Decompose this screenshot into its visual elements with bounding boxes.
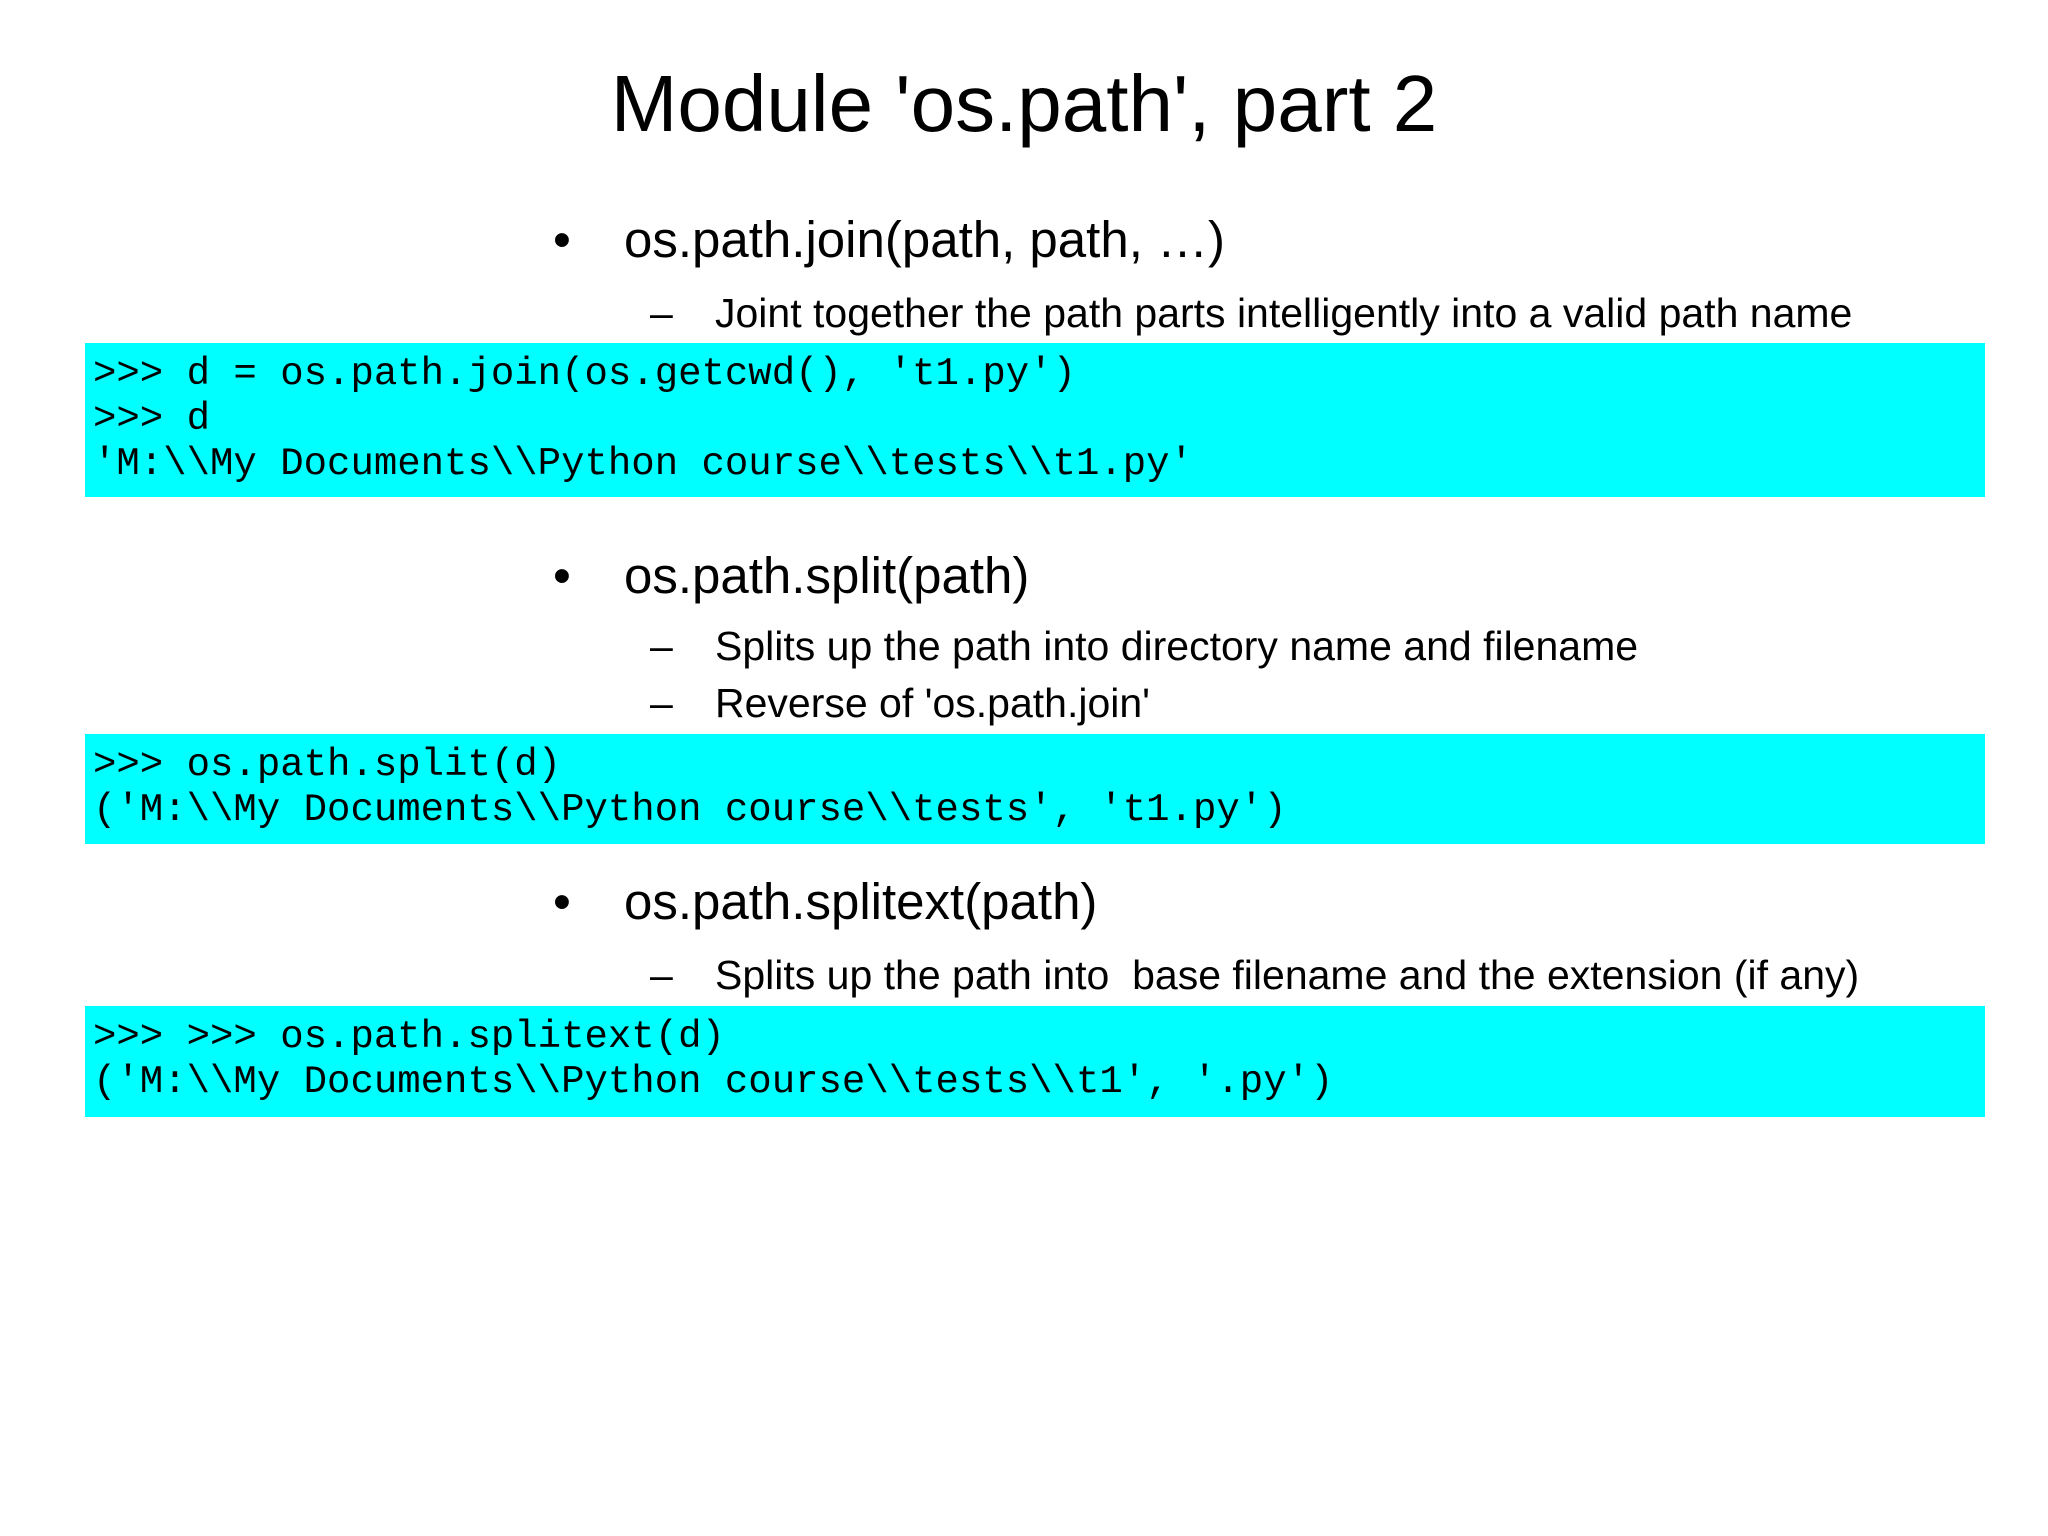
code-line: ('M:\\My Documents\\Python course\\tests…	[93, 1060, 1334, 1104]
bullet-item-split: • os.path.split(path)	[553, 545, 1029, 606]
code-line: ('M:\\My Documents\\Python course\\tests…	[93, 788, 1287, 832]
bullet-item-splitext: • os.path.splitext(path)	[553, 871, 1097, 932]
bullet-text-split: os.path.split(path)	[624, 547, 1030, 604]
sub-bullet-join-1: – Joint together the path parts intellig…	[650, 289, 1852, 338]
dash-icon: –	[650, 290, 673, 336]
sub-bullet-text: Splits up the path into base filename an…	[715, 952, 1860, 998]
bullet-text-join: os.path.join(path, path, …)	[624, 211, 1226, 268]
sub-bullet-text: Joint together the path parts intelligen…	[715, 290, 1853, 336]
slide-title: Module 'os.path', part 2	[610, 59, 1438, 148]
sub-bullet-splitext-1: – Splits up the path into base filename …	[650, 951, 1859, 1000]
code-line: 'M:\\My Documents\\Python course\\tests\…	[93, 442, 1193, 486]
code-line: >>> d = os.path.join(os.getcwd(), 't1.py…	[93, 352, 1076, 396]
dash-icon: –	[650, 680, 673, 726]
code-block-join: >>> d = os.path.join(os.getcwd(), 't1.py…	[85, 343, 1985, 497]
code-line: >>> >>> os.path.splitext(d)	[93, 1015, 725, 1059]
code-line: >>> os.path.split(d)	[93, 743, 562, 787]
sub-bullet-text: Reverse of 'os.path.join'	[715, 680, 1151, 726]
bullet-text-splitext: os.path.splitext(path)	[624, 873, 1098, 930]
bullet-icon: •	[553, 873, 571, 930]
sub-bullet-split-2: – Reverse of 'os.path.join'	[650, 679, 1150, 728]
sub-bullet-split-1: – Splits up the path into directory name…	[650, 622, 1638, 671]
bullet-item-join: • os.path.join(path, path, …)	[553, 209, 1225, 270]
sub-bullet-text: Splits up the path into directory name a…	[715, 623, 1639, 669]
code-block-splitext: >>> >>> os.path.splitext(d) ('M:\\My Doc…	[85, 1006, 1985, 1117]
code-block-split: >>> os.path.split(d) ('M:\\My Documents\…	[85, 734, 1985, 844]
dash-icon: –	[650, 952, 673, 998]
bullet-icon: •	[553, 211, 571, 268]
code-line: >>> d	[93, 397, 211, 441]
dash-icon: –	[650, 623, 673, 669]
bullet-icon: •	[553, 547, 571, 604]
